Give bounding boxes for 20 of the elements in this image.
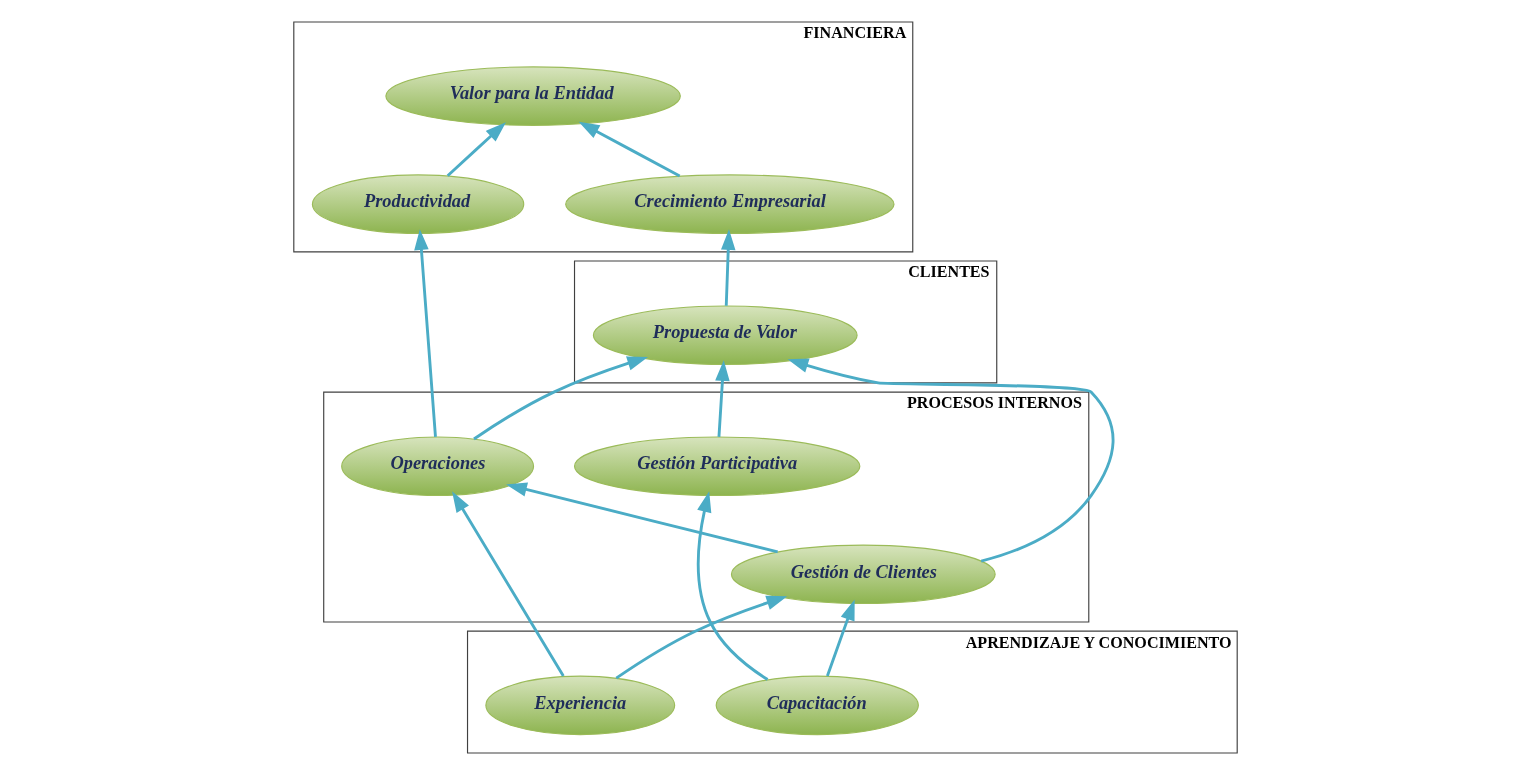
arrow (787, 358, 1115, 563)
node-ellipse: Capacitación (715, 675, 919, 736)
node-ellipse: Crecimiento Empresarial (565, 174, 895, 234)
node-ellipse: Gestión Participativa (573, 436, 861, 497)
arrow (414, 229, 437, 437)
arrow (578, 121, 681, 178)
arrow (446, 122, 506, 177)
arrow (826, 599, 855, 677)
arrow (721, 229, 736, 306)
node-ellipse: Valor para la Entidad (385, 66, 681, 126)
arrow (506, 482, 778, 554)
arrow (615, 595, 788, 680)
node-ellipse: Productividad (311, 174, 525, 234)
arrow (473, 356, 648, 441)
arrow (715, 360, 730, 437)
node-ellipse: Experiencia (485, 675, 676, 736)
node-ellipse: Propuesta de Valor (592, 305, 858, 365)
node-ellipse: Gestión de Clientes (730, 544, 996, 605)
arrow (452, 491, 565, 677)
arrow (696, 491, 769, 681)
